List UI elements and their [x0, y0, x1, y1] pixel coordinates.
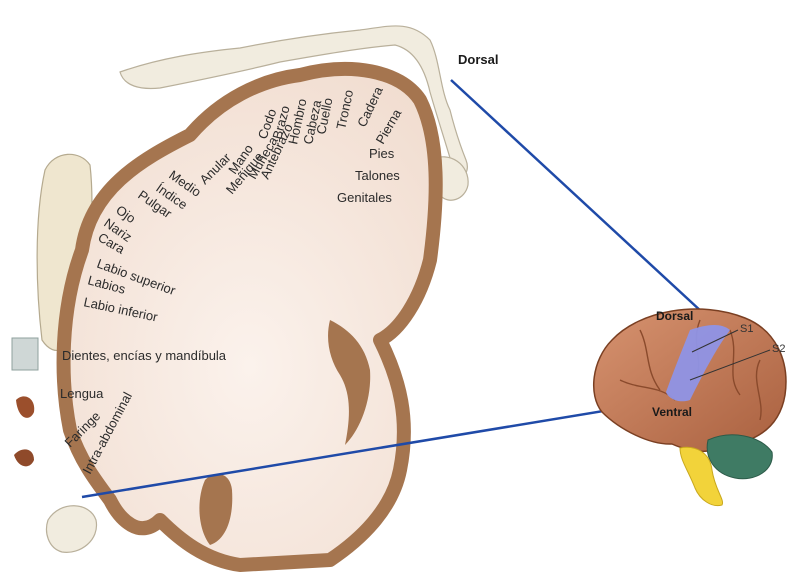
intra-abdominal-icon — [47, 506, 97, 553]
dorsal-label-top: Dorsal — [458, 52, 498, 67]
label-pies: Pies — [369, 146, 395, 161]
cerebellum — [707, 435, 772, 479]
tongue-icon — [16, 396, 34, 417]
teeth-icon — [12, 338, 38, 370]
s2-label: S2 — [772, 343, 785, 355]
pharynx-icon — [14, 449, 34, 466]
s1-label: S1 — [740, 323, 753, 335]
label-talones: Talones — [355, 168, 400, 183]
ventral-label-brain: Ventral — [652, 405, 692, 419]
label-genitales: Genitales — [337, 190, 392, 205]
label-lengua: Lengua — [60, 386, 104, 401]
dorsal-label-brain: Dorsal — [656, 309, 693, 323]
label-dientes: Dientes, encías y mandíbula — [62, 348, 227, 363]
